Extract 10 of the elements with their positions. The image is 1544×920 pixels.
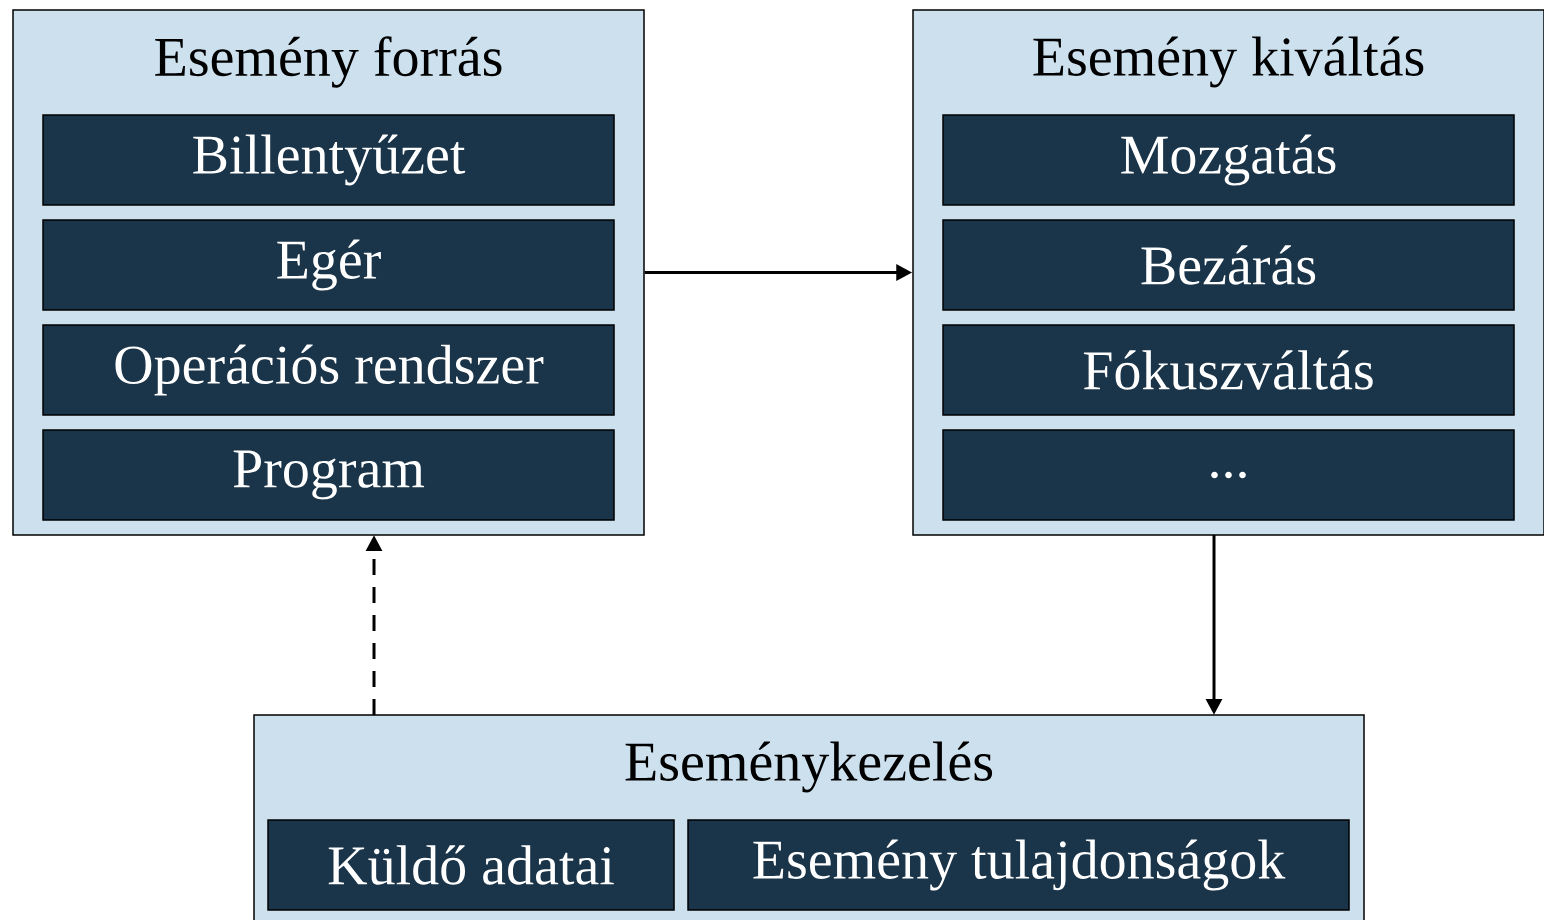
- item-box: Billentyűzet: [42, 114, 615, 206]
- item-box: Küldő adatai: [267, 819, 675, 911]
- item-box: Esemény tulajdonságok: [687, 819, 1350, 911]
- item-box: ...: [942, 429, 1515, 521]
- item-box: Mozgatás: [942, 114, 1515, 206]
- item-box: Program: [42, 429, 615, 521]
- item-box: Fókuszváltás: [942, 324, 1515, 416]
- item-box: Egér: [42, 219, 615, 311]
- item-box: Operációs rendszer: [42, 324, 615, 416]
- item-box: Bezárás: [942, 219, 1515, 311]
